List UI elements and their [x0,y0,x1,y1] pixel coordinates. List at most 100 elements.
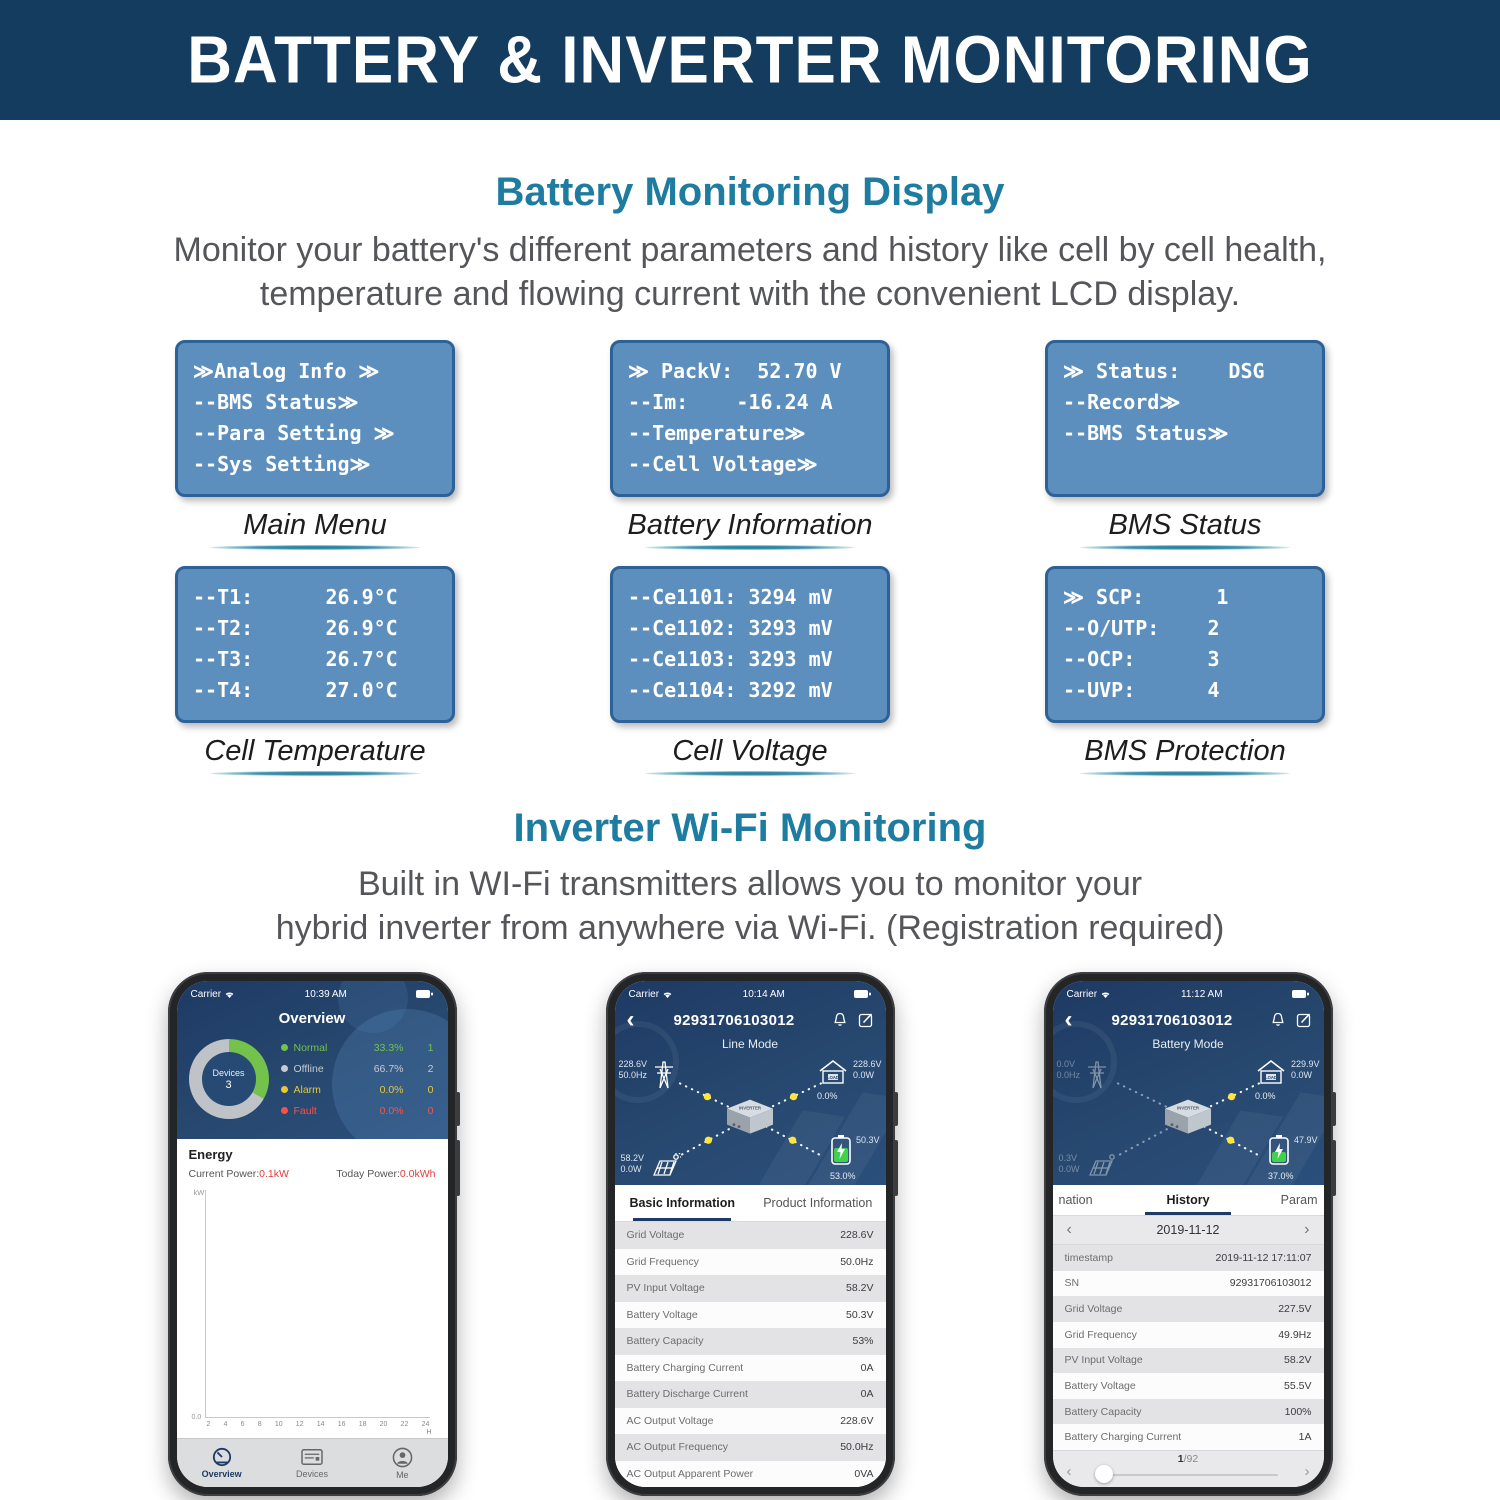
status-bar: Carrier 10:14 AM [615,981,886,1003]
chevron-left-icon[interactable]: ‹ [1066,1221,1072,1238]
legend-label: Fault [293,1104,317,1117]
tab-overview[interactable]: Overview [177,1447,267,1479]
row-value: 0A [860,1361,874,1374]
line-mode-header: Carrier 10:14 AM ‹ 92931706103012 [614,981,886,1185]
inverter-label: INVERTER [1177,1106,1200,1111]
page-slider-knob[interactable] [1094,1465,1113,1483]
chevron-right-icon[interactable]: › [1304,1221,1310,1238]
history-tabs: nation History Param [1052,1185,1324,1216]
lcd-line: --T1: 26.9°C [193,585,398,609]
tab-devices[interactable]: Devices [267,1447,357,1479]
sun-watermark [614,1021,679,1103]
pv-corner: 58.2V 0.0W [621,1153,683,1179]
lcd-caption: BMS Protection [1084,735,1286,767]
bell-icon[interactable] [832,1012,848,1028]
battery-status-icon [854,989,872,998]
grid-tower-icon [1088,1061,1107,1089]
wifi-icon [225,992,234,998]
energy-title: Energy [188,1147,233,1162]
tab-me-label: Me [396,1469,409,1480]
phone-side-button [893,1140,898,1196]
legend-dot-icon [280,1065,288,1072]
lcd-line: --OCP: 3 [1063,647,1220,671]
tab-basic-information[interactable]: Basic Information [615,1185,751,1221]
row-value: 100% [1284,1405,1312,1418]
flow-dot [704,1136,712,1144]
device-serial-title: 92931706103012 [673,1011,795,1029]
page-slider-track[interactable] [1098,1474,1278,1476]
lcd-screen: ≫Analog Info ≫--BMS Status≫--Para Settin… [175,340,455,497]
battery-percent: 53.0% [829,1171,856,1181]
tab-history[interactable]: History [1129,1185,1247,1215]
device-serial-title: 92931706103012 [1111,1011,1233,1029]
chevron-right-icon[interactable]: › [1304,1463,1310,1480]
chart-x-unit: H [426,1429,432,1436]
chevron-left-icon[interactable]: ‹ [1066,1463,1072,1480]
page-total: 92 [1186,1453,1199,1465]
row-label: Battery Capacity [626,1335,704,1348]
wifi-icon [1101,992,1110,998]
battery-status-icon [416,989,434,998]
devices-icon [301,1449,323,1465]
phone-overview-screen: Carrier 10:39 AM Overview Devices 3 [176,981,448,1487]
caption-underline [1080,771,1290,776]
legend-dot-icon [280,1044,288,1051]
page-indicator: 1/92 [1053,1451,1324,1465]
inverter-desc-line2: hybrid inverter from anywhere via Wi-Fi.… [275,909,1225,947]
row-value: 228.6V [840,1229,874,1242]
caption-underline [1080,545,1290,550]
grid-voltage: 0.0V [1056,1059,1076,1069]
row-value: 50.0Hz [840,1255,874,1268]
bell-icon[interactable] [1270,1012,1286,1028]
table-row: Battery Voltage 50.3V [614,1301,886,1328]
tab-me[interactable]: Me [357,1447,447,1480]
tab-product-information[interactable]: Product Information [750,1185,886,1221]
pv-corner: 0.3V 0.0W [1059,1153,1118,1179]
power-flow-diagram: 228.6V 50.0Hz LOAD 228.6V 0.0W [615,1055,886,1185]
pagination: 1/92 ‹ › [1052,1450,1324,1487]
solar-panel-icon [653,1153,682,1176]
chart-y-origin: 0.0 [191,1414,202,1421]
lcd-line: --Para Setting ≫ [193,421,395,445]
lcd-caption: Cell Voltage [672,735,828,767]
back-icon[interactable]: ‹ [626,1006,635,1033]
legend-count: 0 [427,1104,434,1117]
grid-corner: 0.0V 0.0Hz [1057,1059,1111,1089]
row-label: Grid Frequency [1064,1328,1137,1341]
lcd-line: ≫ SCP: 1 [1063,585,1229,609]
grid-frequency: 50.0Hz [618,1070,648,1080]
edit-icon[interactable] [1296,1012,1312,1028]
energy-section: Energy Current Power:0.1kW Today Power:0… [176,1139,448,1438]
legend-count: 2 [427,1062,434,1075]
power-row: Current Power:0.1kW Today Power:0.0kWh [189,1168,436,1180]
row-value: 50.3V [846,1308,874,1321]
date-value: 2019-11-12 [1156,1223,1220,1237]
lcd-panel: ≫ Status: DSG--Record≫--BMS Status≫BMS S… [1045,340,1325,550]
status-time: 10:14 AM [742,988,785,1000]
header-decoration [337,981,408,1033]
x-tick-label: 18 [358,1421,367,1428]
grid-voltage: 228.6V [618,1059,648,1069]
tab-parameters-partial[interactable]: Param [1247,1185,1323,1215]
legend-dot-icon [280,1107,288,1114]
edit-icon[interactable] [858,1012,874,1028]
back-icon[interactable]: ‹ [1064,1006,1073,1033]
info-tabs: Basic Information Product Information [614,1185,886,1222]
x-tick-label: 4 [223,1421,228,1428]
banner: BATTERY & INVERTER MONITORING [0,0,1500,120]
row-label: Battery Voltage [626,1308,698,1321]
phone-row: Carrier 10:39 AM Overview Devices 3 [167,972,1336,1496]
overview-header: Carrier 10:39 AM Overview Devices 3 [176,981,448,1139]
tab-information-partial[interactable]: nation [1053,1185,1129,1215]
battery-percent: 37.0% [1267,1171,1294,1181]
nav-bar: ‹ 92931706103012 [615,1003,886,1037]
lcd-caption: BMS Status [1108,509,1262,541]
row-value: 58.2V [1284,1354,1312,1367]
caption-underline [210,545,420,550]
